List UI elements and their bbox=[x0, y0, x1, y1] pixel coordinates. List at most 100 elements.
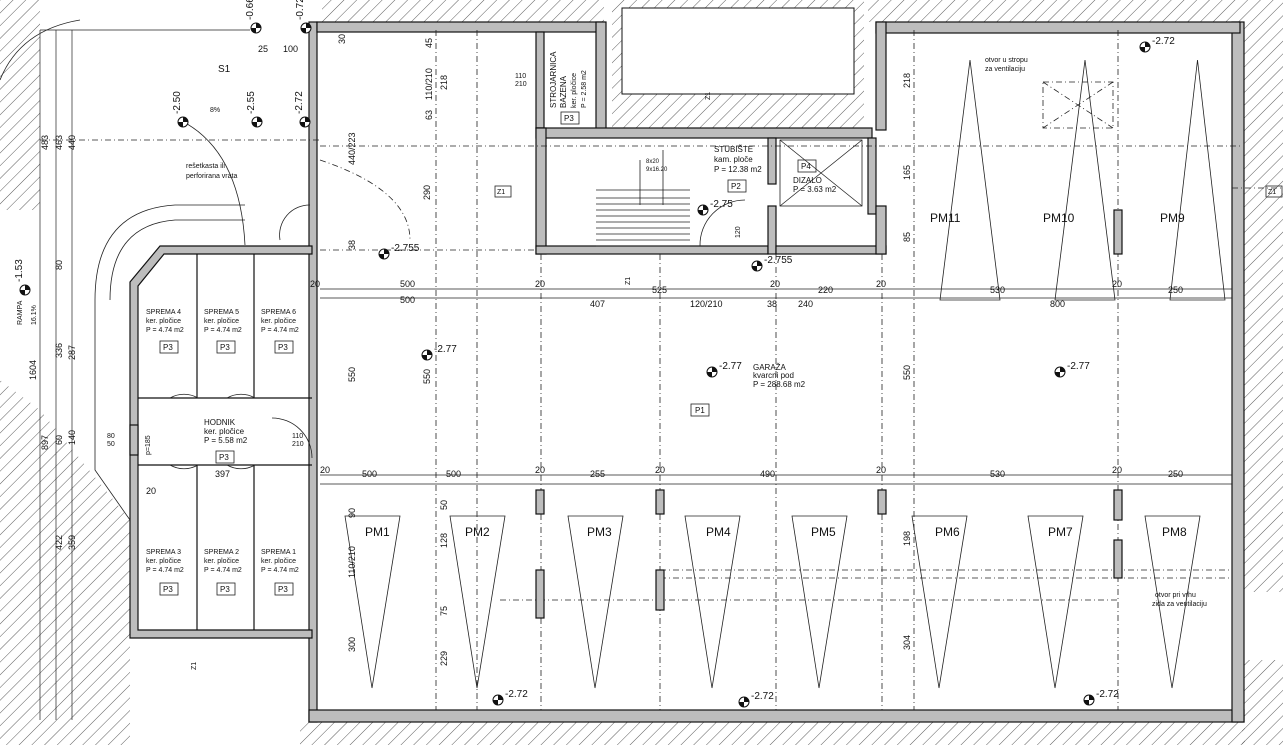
dim-top-5: 120/210 bbox=[690, 299, 723, 309]
sprema-6-name: SPREMA 6 bbox=[261, 309, 296, 316]
sprema-2-floor: ker. pločice bbox=[204, 558, 239, 565]
level-marker: -2.55 bbox=[246, 91, 263, 128]
dim-top-9: 530 bbox=[990, 285, 1005, 295]
sprema-1-floor: ker. pločice bbox=[261, 558, 296, 565]
sprema-3-floor: ker. pločice bbox=[146, 558, 181, 565]
parking-pm8: PM8 bbox=[1162, 525, 1187, 539]
outer-walls bbox=[308, 21, 1245, 723]
parking-pm5: PM5 bbox=[811, 525, 836, 539]
tag-lift: P4 bbox=[801, 162, 811, 171]
level-marker: -0.72 bbox=[295, 0, 312, 34]
tag-sprema-3: P3 bbox=[163, 585, 173, 594]
level-marker: -2.72 bbox=[294, 91, 311, 128]
level-value: -2.72 bbox=[1096, 689, 1119, 700]
level-marker: -2.50 bbox=[172, 91, 189, 128]
stair-floor: kam. ploče bbox=[714, 155, 753, 164]
level-marker: -2.77 bbox=[706, 361, 742, 378]
parking-pm7: PM7 bbox=[1048, 525, 1073, 539]
level-value: -2.55 bbox=[246, 91, 257, 114]
dim-165: 165 bbox=[902, 165, 912, 180]
dim-218-b: 218 bbox=[439, 75, 449, 90]
level-marker: -2.755 bbox=[751, 255, 793, 272]
vent-ceiling-note-1: otvor u stropu bbox=[985, 57, 1028, 64]
dim-90: 90 bbox=[347, 508, 357, 518]
level-markers: -2.72 -2.755 -2.755 -2.75 -2.77 -2.77 -2.77 -2.… bbox=[14, 0, 1175, 708]
marker-z1-d: Z1 bbox=[191, 662, 198, 670]
level-value: -2.72 bbox=[505, 689, 528, 700]
parking-arrow bbox=[1144, 515, 1201, 689]
dim-top-4: 525 bbox=[652, 285, 667, 295]
grate-note-1: rešetkasta ili bbox=[186, 163, 225, 170]
parking-arrow bbox=[1054, 59, 1116, 301]
dim-128: 128 bbox=[439, 533, 449, 548]
parking-pm2: PM2 bbox=[465, 525, 490, 539]
dim-top-3: 407 bbox=[590, 299, 605, 309]
sprema-5-floor: ker. pločice bbox=[204, 318, 239, 325]
dimension-texts: 500 500 407 525 120/210 38 240 220 530 8… bbox=[28, 34, 1183, 666]
sprema-3-area: P = 4.74 m2 bbox=[146, 567, 184, 574]
dim-290: 290 bbox=[422, 185, 432, 200]
vent-ceiling-note-2: za ventilaciju bbox=[985, 66, 1025, 73]
sprema-4-floor: ker. pločice bbox=[146, 318, 181, 325]
level-value: -2.72 bbox=[751, 691, 774, 702]
parking-pm9: PM9 bbox=[1160, 211, 1185, 225]
parking-arrow bbox=[567, 515, 624, 689]
stair-note-2: 9x16.20 bbox=[646, 167, 668, 173]
door-dim-a: 110/210 bbox=[424, 68, 434, 100]
dim-287: 287 bbox=[67, 345, 77, 360]
dim-80: 80 bbox=[54, 260, 64, 270]
level-marker: -2.72 bbox=[1139, 36, 1175, 53]
door-dim-g: 210 bbox=[515, 81, 527, 88]
parking-arrow bbox=[911, 515, 968, 689]
dim-20-c: 20 bbox=[770, 279, 780, 289]
dim-30: 30 bbox=[337, 34, 347, 44]
parking-arrow bbox=[684, 515, 741, 689]
dim-300: 300 bbox=[347, 637, 357, 652]
door-dim-h: 120 bbox=[735, 226, 742, 238]
level-value: -2.50 bbox=[172, 91, 183, 114]
garage-name: GARAŽA bbox=[753, 363, 787, 372]
door-dim-f: 110 bbox=[515, 73, 526, 80]
dim-20-i: 20 bbox=[876, 465, 886, 475]
tag-hall: P3 bbox=[219, 453, 229, 462]
door-dim-e: 210 bbox=[292, 441, 304, 448]
dim-mid-6: 250 bbox=[1168, 469, 1183, 479]
tag-pool: P3 bbox=[564, 114, 574, 123]
parking-arrow bbox=[939, 59, 1001, 301]
level-marker: -2.72 bbox=[1083, 689, 1119, 706]
door-dim-b: 110/210 bbox=[347, 546, 357, 578]
hall-name: HODNIK bbox=[204, 418, 236, 427]
sprema-5-name: SPREMA 5 bbox=[204, 309, 239, 316]
dim-440: 440 bbox=[67, 135, 77, 150]
dim-198: 198 bbox=[902, 531, 912, 546]
dim-top-2: 500 bbox=[400, 295, 415, 305]
garage-floor: kvarcni pod bbox=[753, 371, 794, 380]
level-value: -2.77 bbox=[434, 344, 457, 355]
level-value: -0.66 bbox=[245, 0, 256, 20]
level-marker: -0.66 bbox=[245, 0, 262, 34]
level-marker: -2.77 bbox=[1054, 361, 1090, 378]
sprema-6-area: P = 4.74 m2 bbox=[261, 327, 299, 334]
dim-20-b: 20 bbox=[535, 279, 545, 289]
lift-name: DIZALO bbox=[793, 176, 822, 185]
level-value: -2.75 bbox=[710, 199, 733, 210]
level-marker: -2.72 bbox=[492, 689, 528, 706]
tag-sprema-2: P3 bbox=[220, 585, 230, 594]
level-value: -2.72 bbox=[294, 91, 305, 114]
dim-top-8: 220 bbox=[818, 285, 833, 295]
pool-room-name-2: BAZENA bbox=[559, 75, 568, 108]
door-width-label: p=185 bbox=[145, 435, 152, 455]
sprema-4-area: P = 4.74 m2 bbox=[146, 327, 184, 334]
pool-room-area: P = 2.58 m2 bbox=[581, 70, 588, 108]
tag-stair: P2 bbox=[731, 182, 741, 191]
level-value: -0.72 bbox=[295, 0, 306, 20]
parking-arrow bbox=[1027, 515, 1084, 689]
level-marker: -1.53 bbox=[14, 259, 31, 296]
parking-arrow bbox=[344, 515, 401, 689]
dim-1604: 1604 bbox=[28, 360, 38, 380]
sprema-6-floor: ker. pločice bbox=[261, 318, 296, 325]
dim-75: 75 bbox=[439, 606, 449, 616]
hall-floor: ker. pločice bbox=[204, 427, 245, 436]
level-marker: -2.755 bbox=[378, 243, 420, 260]
